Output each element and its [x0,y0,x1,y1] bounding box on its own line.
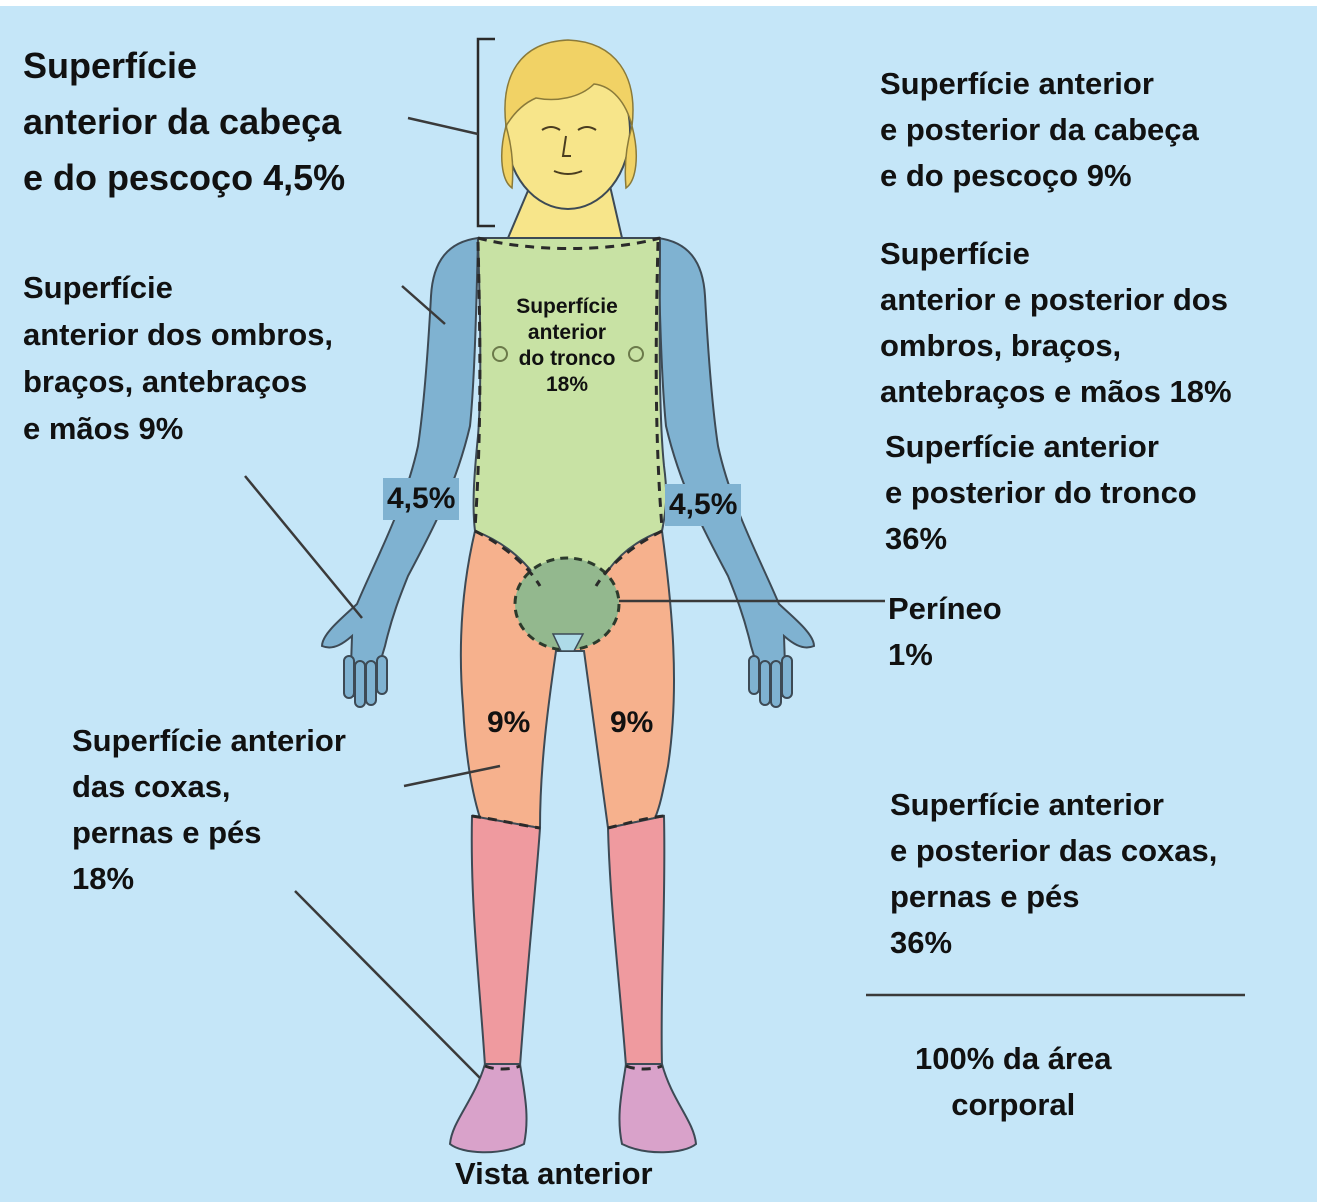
left-arm-region [320,236,480,697]
face-features [541,126,597,175]
right-lower-leg-region [606,814,666,1067]
head-bracket [476,37,495,228]
left-lower-leg-region [470,814,542,1067]
label-trunk-anterior: Superfície anterior do tronco 18% [516,295,618,396]
right-foot-region [618,1063,698,1154]
body-figure [244,37,1245,1154]
right-hand-fingers [748,655,793,708]
left-foot-region [448,1063,528,1154]
label-legs-anterior: Superfície anterior das coxas, pernas e … [72,723,346,896]
label-arms-total: Superfície anterior e posterior dos ombr… [880,236,1232,409]
label-arm-right-pct: 4,5% [665,484,742,526]
label-arms-anterior: Superfície anterior dos ombros, braços, … [23,270,334,446]
hair-shape [501,39,637,190]
right-arm-region [656,236,816,697]
label-perineum: Períneo 1% [888,591,1002,672]
leader-lines [244,116,1245,1079]
diagram-canvas: Superfície anterior da cabeça e do pesco… [0,6,1317,1202]
label-head-total: Superfície anterior e posterior da cabeç… [880,66,1199,193]
left-hand-fingers [343,655,388,708]
label-thigh-right-pct: 9% [610,706,654,739]
pubic-area [551,633,585,652]
label-legs-total: Superfície anterior e posterior das coxa… [890,787,1218,960]
label-head-anterior: Superfície anterior da cabeça e do pesco… [23,45,346,198]
label-thigh-left-pct: 9% [487,706,531,739]
nipples [492,346,644,362]
region-boundaries [471,236,665,1071]
label-view: Vista anterior [455,1156,653,1191]
label-total-area: 100% da área corporal [915,1041,1112,1122]
label-trunk-total: Superfície anterior e posterior do tronc… [885,429,1197,556]
label-arm-left-pct: 4,5% [383,478,460,520]
